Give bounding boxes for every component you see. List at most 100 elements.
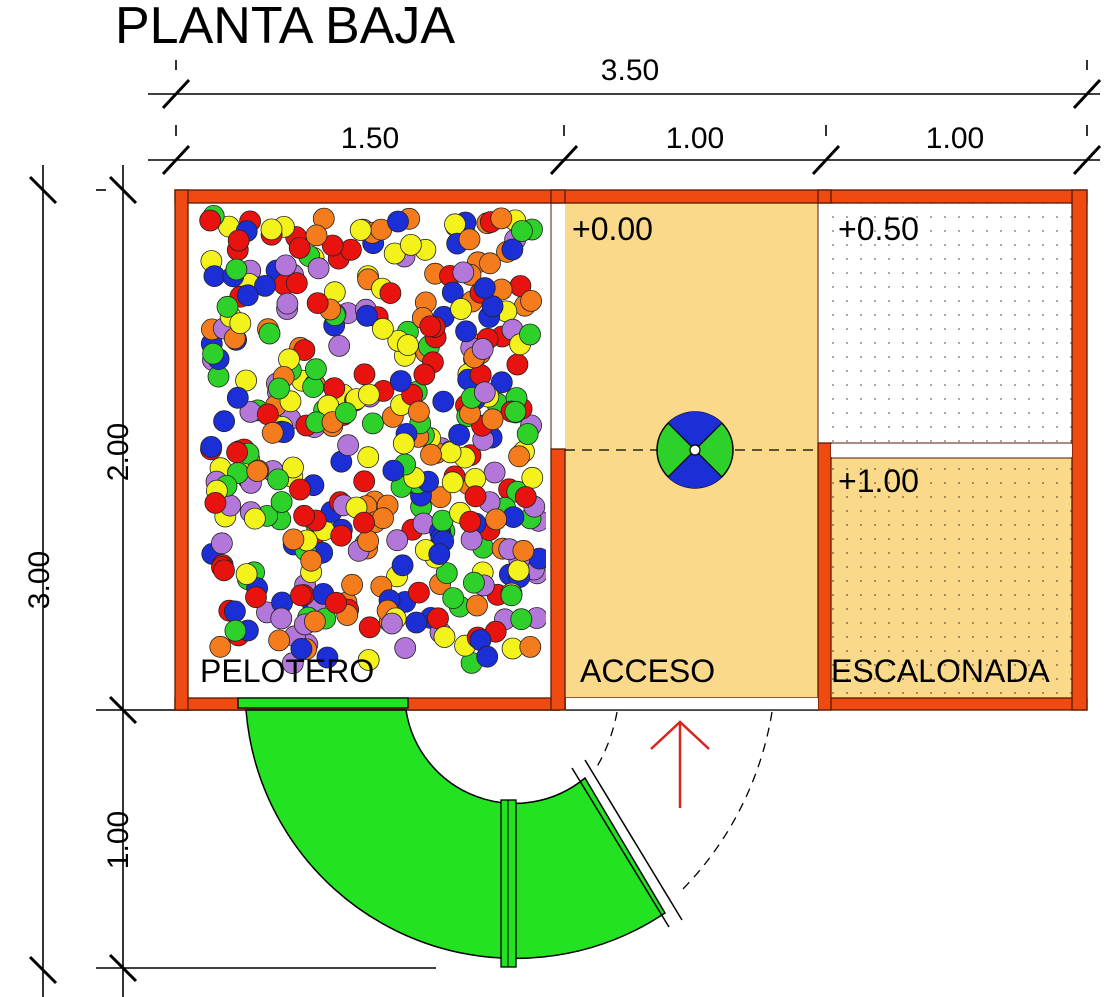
ball [339, 238, 362, 261]
walls [174, 189, 1088, 711]
ball [485, 508, 508, 531]
ball [224, 619, 247, 642]
ball [216, 295, 239, 318]
ball [226, 441, 249, 464]
ball [473, 381, 496, 404]
ball [510, 608, 533, 631]
ball [508, 445, 530, 468]
escalonada-lower-floor [831, 458, 1072, 698]
ball [306, 292, 329, 315]
ball [399, 233, 422, 256]
ball [355, 304, 378, 327]
ball [479, 252, 501, 275]
ball [316, 646, 339, 669]
dim-height-lower: 1.00 [102, 811, 135, 869]
ball [504, 400, 527, 423]
ball [481, 408, 504, 431]
ball [420, 443, 442, 466]
ball [428, 543, 451, 565]
ball [427, 607, 449, 630]
ball [213, 410, 236, 433]
ball [458, 228, 481, 251]
step-edge [831, 444, 1072, 457]
level-escalonada-top: +0.50 [838, 211, 919, 247]
ball [464, 485, 487, 508]
ball [229, 312, 252, 335]
dim-height-upper: 2.00 [102, 423, 135, 481]
ball [519, 636, 542, 658]
ball [256, 403, 279, 426]
ball [396, 334, 419, 357]
room-label-acceso: ACCESO [580, 653, 715, 689]
ball-pit [199, 204, 546, 675]
ball [213, 559, 235, 582]
ball [328, 334, 351, 357]
ball [325, 591, 348, 614]
ball [386, 529, 409, 552]
ball [419, 315, 442, 338]
ball [302, 376, 325, 399]
ball [270, 491, 293, 513]
ball [506, 353, 529, 376]
ball [512, 539, 535, 562]
ball [270, 607, 293, 630]
ball [353, 470, 376, 493]
ball [483, 461, 506, 484]
ball [353, 511, 375, 534]
ball [466, 594, 488, 617]
ball [285, 272, 308, 295]
ball [245, 586, 267, 609]
ball [407, 400, 430, 423]
ball [372, 507, 394, 530]
up-arrow-icon [650, 720, 710, 808]
ball [210, 532, 233, 555]
ball [274, 254, 297, 277]
ball [381, 612, 403, 635]
ball [490, 371, 513, 394]
ball [514, 486, 537, 508]
ball [282, 528, 305, 551]
ball [321, 234, 344, 257]
ball [227, 229, 250, 252]
ball [307, 257, 330, 280]
dim-overall-height: 3.00 [23, 551, 56, 609]
ball [254, 274, 276, 297]
ball [462, 571, 485, 594]
ball [235, 563, 258, 585]
room-label-escalonada: ESCALONADA [831, 653, 1050, 689]
ball [382, 459, 405, 482]
ball [516, 423, 539, 445]
dim-width-escalonada: 1.00 [926, 122, 984, 155]
ball [442, 587, 465, 609]
ball [501, 238, 524, 261]
escalonada-upper-floor [831, 203, 1072, 443]
ball [293, 504, 316, 527]
ball [357, 446, 380, 469]
tunnel-cross-icon [656, 411, 734, 489]
ball [490, 207, 513, 230]
ball [290, 638, 313, 660]
ball [334, 401, 357, 424]
ball [226, 386, 249, 409]
ball [349, 219, 372, 241]
ball [471, 338, 494, 360]
dim-overall-width: 3.50 [601, 54, 659, 87]
dim-width-acceso: 1.00 [666, 122, 724, 155]
ball [209, 635, 232, 658]
ball [521, 466, 544, 489]
curved-slide [237, 697, 683, 968]
ball [337, 434, 360, 457]
ball [268, 629, 291, 652]
ball [225, 258, 248, 281]
ball [243, 507, 266, 530]
ball [459, 510, 482, 533]
ball [507, 559, 530, 582]
ball [455, 320, 478, 343]
ball [441, 471, 464, 494]
plan-title: PLANTA BAJA [115, 0, 455, 55]
ball [357, 383, 380, 406]
ball [258, 322, 281, 345]
ball [450, 298, 473, 320]
ball [394, 637, 417, 659]
swing-arcs [594, 711, 773, 893]
